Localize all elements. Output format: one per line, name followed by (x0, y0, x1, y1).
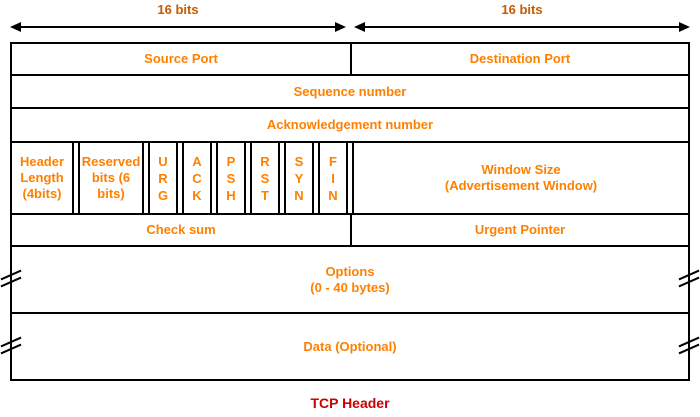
options-line2: (0 - 40 bytes) (310, 279, 390, 295)
flag-fin: F I N (318, 143, 348, 213)
field-urgent-pointer: Urgent Pointer (474, 222, 566, 237)
field-data: Data (Optional) (303, 338, 397, 354)
break-mark-options-left-icon (0, 269, 22, 288)
right-bits-label: 16 bits (501, 2, 543, 17)
arrowhead-west-icon (354, 22, 365, 32)
right-double-arrow-icon (354, 22, 690, 32)
break-mark-data-right-icon (678, 336, 700, 355)
field-window-size: Window Size (Advertisement Window) (352, 143, 688, 213)
row-options: Options (0 - 40 bytes) (12, 247, 688, 314)
row-flags: Header Length (4bits) Reserved bits (6 b… (12, 143, 688, 215)
field-options: Options (0 - 40 bytes) (12, 247, 688, 312)
break-mark-options-right-icon (678, 269, 700, 288)
field-reserved-bits: Reserved bits (6 bits) (78, 143, 144, 213)
flag-psh: P S H (216, 143, 246, 213)
field-acknowledgement-number: Acknowledgement number (266, 117, 434, 132)
left-double-arrow-icon (10, 22, 346, 32)
flag-syn: S Y N (284, 143, 314, 213)
field-sequence-number: Sequence number (293, 83, 407, 99)
break-mark-data-left-icon (0, 336, 22, 355)
flag-ack: A C K (182, 143, 212, 213)
field-header-length: Header Length (4bits) (12, 143, 74, 213)
options-line1: Options (325, 263, 375, 279)
row-checksum-urgent: Check sum Urgent Pointer (12, 215, 688, 247)
window-size-line1: Window Size (481, 162, 561, 177)
field-checksum: Check sum (12, 215, 352, 245)
row-sequence-number: Sequence number (12, 76, 688, 109)
diagram-caption: TCP Header (310, 395, 390, 411)
arrowhead-west-icon (10, 22, 21, 32)
field-destination-port: Destination Port (469, 51, 571, 66)
flag-urg: U R G (148, 143, 178, 213)
arrow-shaft (360, 26, 684, 28)
window-size-line2: (Advertisement Window) (444, 178, 598, 193)
flag-rst: R S T (250, 143, 280, 213)
arrowhead-east-icon (679, 22, 690, 32)
arrowhead-east-icon (335, 22, 346, 32)
left-bits-label: 16 bits (157, 2, 199, 17)
field-source-port: Source Port (12, 44, 352, 74)
tcp-header-table: Source Port Destination Port Sequence nu… (10, 42, 690, 381)
arrow-shaft (16, 26, 340, 28)
row-data: Data (Optional) (12, 314, 688, 379)
row-ports: Source Port Destination Port (12, 44, 688, 76)
row-acknowledgement-number: Acknowledgement number (12, 109, 688, 143)
